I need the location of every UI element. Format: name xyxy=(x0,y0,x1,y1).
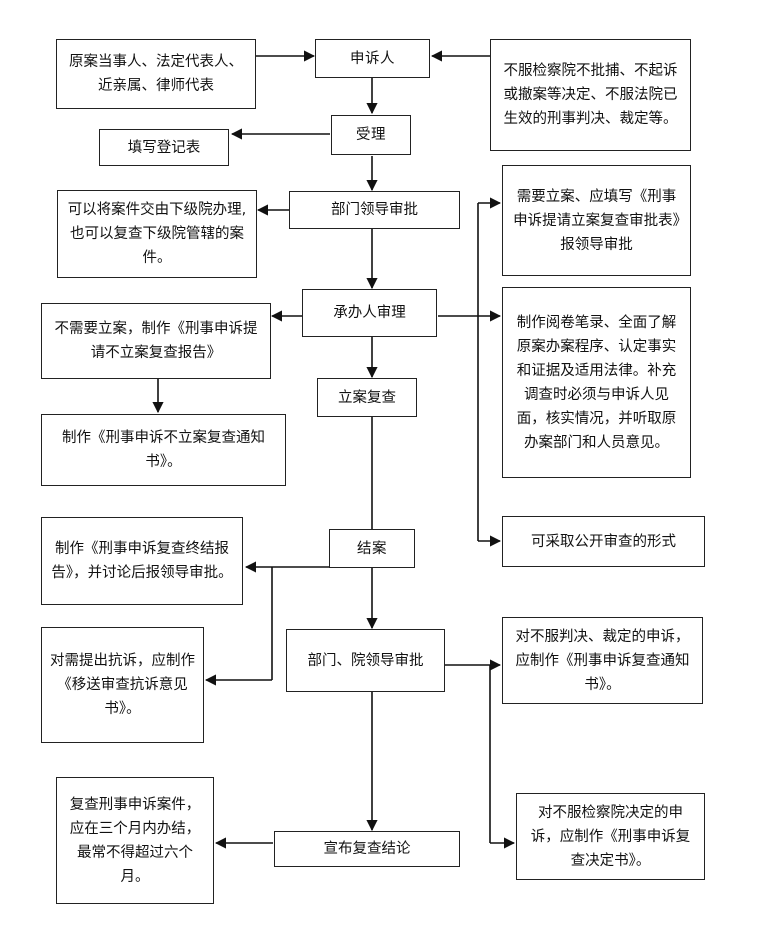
no-file-notice-box: 制作《刑事申诉不立案复查通知书》。 xyxy=(41,414,286,486)
handler-review-label: 承办人审理 xyxy=(333,305,406,321)
dept-review-box: 部门领导审批 xyxy=(289,191,460,229)
no-file-report-label: 不需要立案，制作《刑事申诉提请不立案复查报告》 xyxy=(54,321,258,361)
close-case-box: 结案 xyxy=(329,529,415,568)
no-file-notice-label: 制作《刑事申诉不立案复查通知书》。 xyxy=(62,430,265,470)
register-box: 填写登记表 xyxy=(99,129,229,166)
need-file-box: 需要立案、应填写《刑事申诉提请立案复查审批表》报领导审批 xyxy=(502,165,691,276)
appellant-label: 申诉人 xyxy=(350,50,395,67)
dept-review-label: 部门领导审批 xyxy=(331,202,418,218)
close-case-label: 结案 xyxy=(357,540,387,557)
final-report-box: 制作《刑事申诉复查终结报告》，并讨论后报领导审批。 xyxy=(41,517,243,605)
protest-box: 对需提出抗诉，应制作《移送审查抗诉意见书》。 xyxy=(41,627,204,743)
parties-label: 原案当事人、法定代表人、近亲属、律师代表 xyxy=(69,54,243,94)
public-review-box: 可采取公开审查的形式 xyxy=(502,516,705,567)
final-report-label: 制作《刑事申诉复查终结报告》，并讨论后报领导审批。 xyxy=(51,541,233,581)
need-file-label: 需要立案、应填写《刑事申诉提请立案复查审批表》报领导审批 xyxy=(513,188,680,253)
grounds-box: 不服检察院不批捕、不起诉或撤案等决定、不服法院已生效的刑事判决、裁定等。 xyxy=(490,39,691,151)
parties-box: 原案当事人、法定代表人、近亲属、律师代表 xyxy=(56,39,256,109)
appellant-box: 申诉人 xyxy=(315,39,430,78)
deadline-box: 复查刑事申诉案件，应在三个月内办结，最常不得超过六个月。 xyxy=(56,777,214,904)
procedure-label: 制作阅卷笔录、全面了解原案办案程序、认定事实和证据及适用法律。补充调查时必须与申… xyxy=(516,314,677,451)
no-file-report-box: 不需要立案，制作《刑事申诉提请不立案复查报告》 xyxy=(41,303,271,379)
handler-review-box: 承办人审理 xyxy=(302,289,437,337)
accept-label: 受理 xyxy=(356,127,386,143)
announce-label: 宣布复查结论 xyxy=(323,841,411,857)
accept-box: 受理 xyxy=(331,115,411,155)
public-review-label: 可采取公开审查的形式 xyxy=(531,533,676,550)
procedure-box: 制作阅卷笔录、全面了解原案办案程序、认定事实和证据及适用法律。补充调查时必须与申… xyxy=(502,287,691,478)
protest-label: 对需提出抗诉，应制作《移送审查抗诉意见书》。 xyxy=(50,653,195,717)
delegate-label: 可以将案件交由下级院办理,也可以复查下级院管辖的案件。 xyxy=(67,202,247,266)
leader-approve-label: 部门、院领导审批 xyxy=(307,652,424,669)
grounds-label: 不服检察院不批捕、不起诉或撤案等决定、不服法院已生效的刑事判决、裁定等。 xyxy=(503,63,678,127)
leader-approve-box: 部门、院领导审批 xyxy=(286,629,445,692)
procuratorate-decision-box: 对不服检察院决定的申诉，应制作《刑事申诉复查决定书》。 xyxy=(516,793,705,880)
court-notice-label: 对不服判决、裁定的申诉，应制作《刑事申诉复查通知书》。 xyxy=(515,628,690,693)
file-review-box: 立案复查 xyxy=(317,378,417,417)
file-review-label: 立案复查 xyxy=(338,389,396,406)
court-notice-box: 对不服判决、裁定的申诉，应制作《刑事申诉复查通知书》。 xyxy=(502,617,703,704)
procuratorate-decision-label: 对不服检察院决定的申诉，应制作《刑事申诉复查决定书》。 xyxy=(530,804,691,869)
announce-box: 宣布复查结论 xyxy=(274,831,460,867)
deadline-label: 复查刑事申诉案件，应在三个月内办结，最常不得超过六个月。 xyxy=(69,796,201,885)
delegate-box: 可以将案件交由下级院办理,也可以复查下级院管辖的案件。 xyxy=(57,190,257,278)
register-label: 填写登记表 xyxy=(127,139,201,156)
